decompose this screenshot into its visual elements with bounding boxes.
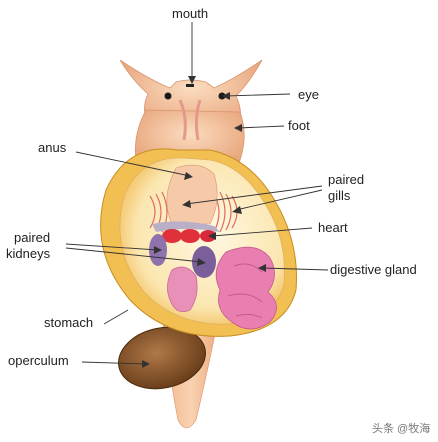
label-digestive-gland: digestive gland [330, 262, 417, 277]
leader-lines [65, 22, 329, 365]
watermark: 头条 @牧海 [372, 423, 431, 435]
arrow-digestive [258, 264, 266, 272]
label-stomach: stomach [44, 315, 94, 330]
label-anus: anus [38, 140, 67, 155]
stomach-shape [167, 266, 198, 313]
arrow-foot [234, 124, 242, 132]
gills [149, 191, 238, 233]
label-paired-kidneys-2: kidneys [6, 246, 51, 261]
operculum-shape [118, 326, 206, 390]
arrow-eye [222, 92, 230, 100]
arrow-kidneys-2 [197, 258, 206, 266]
label-paired-kidneys-1: paired [14, 230, 51, 245]
head-detail [178, 99, 202, 141]
eye-left [164, 92, 172, 100]
arrow-anus [184, 172, 193, 180]
leader-anus [75, 151, 191, 177]
arrow-gills-2 [232, 206, 242, 214]
heart-shape [162, 229, 216, 243]
leader-kidneys-2 [65, 247, 203, 263]
label-eye: eye [298, 87, 319, 102]
leader-arrowheads [142, 76, 266, 368]
leader-digestive [261, 267, 329, 271]
leader-kidneys-1 [65, 243, 159, 251]
label-paired-gills-1: paired [328, 172, 365, 187]
label-operculum: operculum [8, 353, 69, 368]
leader-stomach [103, 309, 129, 325]
arrow-gills-1 [182, 200, 191, 208]
label-foot: foot [288, 118, 310, 133]
arrow-kidneys-1 [154, 246, 162, 254]
leader-heart [211, 227, 313, 237]
leader-operculum [81, 361, 147, 365]
label-paired-gills-2: gills [328, 188, 351, 203]
label-heart: heart [318, 220, 348, 235]
arrow-operculum [142, 360, 150, 368]
mouth-mark [186, 84, 194, 87]
label-mouth: mouth [172, 6, 209, 21]
leader-eye [225, 93, 291, 97]
arrow-heart [208, 232, 216, 240]
leader-foot [237, 125, 285, 129]
digestive-gland-shape [215, 246, 277, 330]
digestive-gland-lobes [227, 263, 263, 319]
arrow-mouth [188, 76, 196, 84]
leader-gills-1 [185, 185, 323, 205]
visceral-mass [166, 164, 218, 225]
leader-gills-2 [235, 189, 323, 211]
